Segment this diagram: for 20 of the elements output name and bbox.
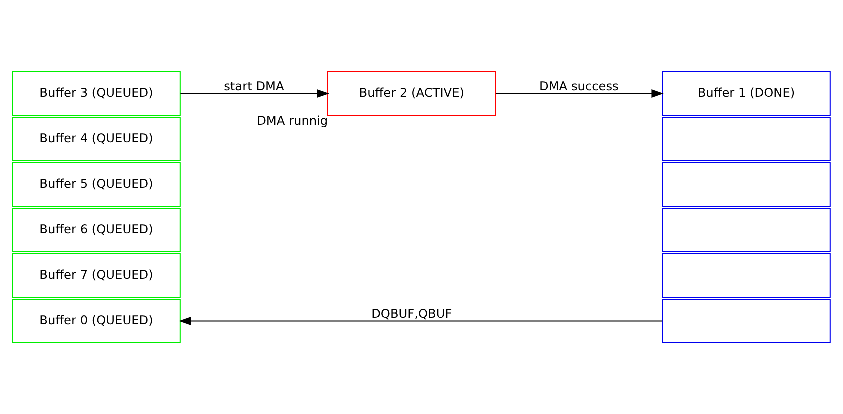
node-label: DMA runnig — [257, 114, 328, 128]
node-box: Buffer 0 (QUEUED) — [12, 298, 181, 343]
node-box — [662, 162, 831, 206]
node-box: Buffer 4 (QUEUED) — [12, 116, 181, 161]
arrow — [179, 316, 663, 325]
node-box — [662, 116, 831, 161]
arrow — [496, 89, 664, 98]
edge-label: start DMA — [224, 78, 284, 93]
edge-label: DQBUF,QBUF — [372, 306, 452, 320]
node-box — [662, 253, 831, 298]
node-box: Buffer 1 (DONE) — [662, 71, 831, 116]
edge-label: DMA success — [540, 78, 619, 93]
node-box: Buffer 7 (QUEUED) — [12, 253, 181, 298]
node-box — [662, 298, 831, 343]
arrow — [180, 89, 330, 98]
node-box: Buffer 5 (QUEUED) — [12, 162, 181, 206]
node-box — [662, 208, 831, 252]
node-box: Buffer 6 (QUEUED) — [12, 208, 181, 252]
node-box: Buffer 3 (QUEUED) — [12, 71, 181, 116]
node-box: Buffer 2 (ACTIVE) — [328, 71, 496, 116]
